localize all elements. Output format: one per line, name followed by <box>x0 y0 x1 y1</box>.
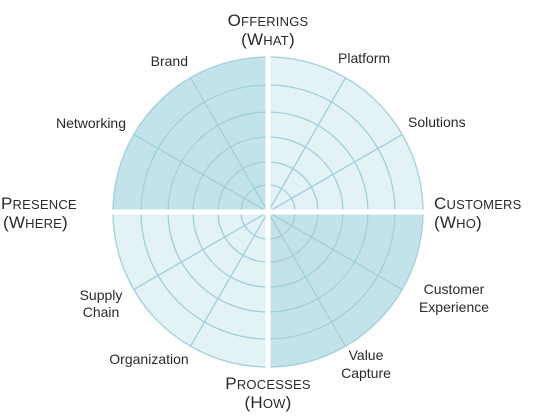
spoke-line-organization <box>189 211 269 347</box>
axis-label-offerings-line1: OFFERINGS <box>228 11 309 30</box>
axis-label-customers: CUSTOMERS (WHO) <box>434 194 522 232</box>
spoke-label-networking: Networking <box>56 115 126 131</box>
spoke-label-value-capture-line2: Capture <box>341 365 391 381</box>
axis-label-customers-line1: CUSTOMERS <box>434 194 522 213</box>
axis-label-offerings-line2: (WHAT) <box>241 30 295 49</box>
spoke-line-brand <box>189 77 269 213</box>
quadrant-bottom-right <box>268 212 423 367</box>
axis-lines <box>108 52 428 372</box>
spoke-line-customer-experience <box>267 211 403 291</box>
spoke-label-solutions: Solutions <box>408 114 466 130</box>
quadrant-bottom-left <box>113 212 268 367</box>
spoke-line-supply-chain <box>133 211 269 291</box>
axis-label-offerings: OFFERINGS (WHAT) <box>228 11 309 49</box>
spoke-line-solutions <box>267 133 403 213</box>
spoke-label-organization: Organization <box>109 351 188 367</box>
quadrant-top-left <box>113 57 268 212</box>
quadrant-fills <box>113 57 423 367</box>
axis-label-processes: PROCESSES (HOW) <box>225 374 311 412</box>
spoke-line-platform <box>267 77 347 213</box>
spoke-label-customer-experience-line2: Experience <box>419 299 489 315</box>
spoke-label-supply-chain-line2: Chain <box>83 304 120 320</box>
axis-label-presence-line1: PRESENCE <box>1 194 77 213</box>
spoke-line-networking <box>133 133 269 213</box>
axis-label-presence: PRESENCE (WHERE) <box>1 194 77 232</box>
spoke-label-supply-chain-line1: Supply <box>80 287 123 303</box>
axis-label-customers-line2: (WHO) <box>434 213 482 232</box>
axis-label-processes-line2: (HOW) <box>244 393 291 412</box>
quadrant-top-right <box>268 57 423 212</box>
spoke-lines <box>133 77 403 347</box>
axis-label-processes-line1: PROCESSES <box>225 374 311 393</box>
axis-label-presence-line2: (WHERE) <box>3 213 68 232</box>
spoke-label-brand: Brand <box>151 53 188 69</box>
spoke-line-value-capture <box>267 211 347 347</box>
spoke-label-platform: Platform <box>338 50 390 66</box>
spoke-label-value-capture-line1: Value <box>349 347 384 363</box>
spoke-label-customer-experience-line1: Customer <box>424 281 485 297</box>
